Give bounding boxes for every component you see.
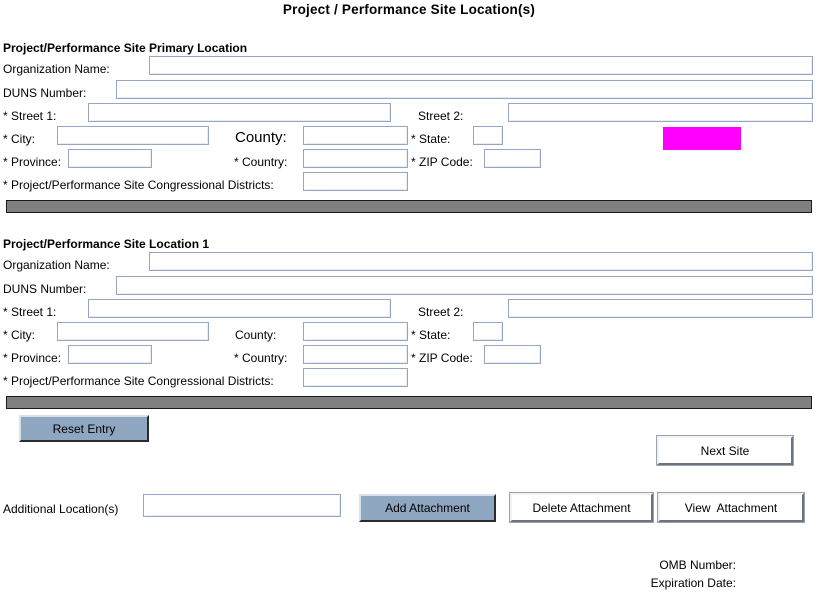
duns-number-label-location-1: DUNS Number: <box>3 282 87 296</box>
province-input-location-1[interactable] <box>68 345 152 364</box>
duns-number-input-primary[interactable] <box>116 80 813 99</box>
county-input-primary[interactable] <box>303 126 408 145</box>
page-title: Project / Performance Site Location(s) <box>282 2 536 17</box>
zip-label-location-1: * ZIP Code: <box>411 351 473 365</box>
street1-label-primary: * Street 1: <box>3 109 57 123</box>
zip-label-primary: * ZIP Code: <box>411 155 473 169</box>
organization-name-input-location-1[interactable] <box>149 252 813 271</box>
congressional-districts-label-location-1: * Project/Performance Site Congressional… <box>3 374 274 388</box>
city-label-primary: * City: <box>3 132 36 146</box>
reset-entry-button[interactable]: Reset Entry <box>19 415 149 442</box>
city-label-location-1: * City: <box>3 328 36 342</box>
county-label-location-1: County: <box>235 328 277 342</box>
congressional-districts-input-location-1[interactable] <box>303 368 408 387</box>
add-attachment-button[interactable]: Add Attachment <box>359 494 496 522</box>
duns-number-input-location-1[interactable] <box>116 276 813 295</box>
street2-input-primary[interactable] <box>508 103 813 122</box>
country-label-primary: * Country: <box>234 155 288 169</box>
county-label-primary: County: <box>235 129 287 146</box>
magenta-highlight-block <box>663 127 741 150</box>
congressional-districts-input-primary[interactable] <box>303 172 408 191</box>
organization-name-label-location-1: Organization Name: <box>3 258 110 272</box>
section-separator-bar-2 <box>6 396 812 409</box>
duns-number-label-primary: DUNS Number: <box>3 86 87 100</box>
section-heading-location-1: Project/Performance Site Location 1 <box>3 237 210 251</box>
state-label-primary: * State: <box>411 132 451 146</box>
zip-input-primary[interactable] <box>484 149 541 168</box>
section-separator-bar-1 <box>6 200 812 213</box>
province-label-location-1: * Province: <box>3 351 62 365</box>
organization-name-input-primary[interactable] <box>149 56 813 75</box>
street1-input-location-1[interactable] <box>88 299 391 318</box>
street1-label-location-1: * Street 1: <box>3 305 57 319</box>
organization-name-label-primary: Organization Name: <box>3 62 110 76</box>
additional-locations-label: Additional Location(s) <box>3 502 119 516</box>
expiration-date-label: Expiration Date: <box>650 576 736 590</box>
omb-number-label: OMB Number: <box>659 558 736 572</box>
state-label-location-1: * State: <box>411 328 451 342</box>
country-input-primary[interactable] <box>303 149 408 168</box>
city-input-primary[interactable] <box>57 126 209 145</box>
section-heading-primary-location: Project/Performance Site Primary Locatio… <box>3 41 248 55</box>
additional-locations-input[interactable] <box>143 494 341 517</box>
zip-input-location-1[interactable] <box>484 345 541 364</box>
province-label-primary: * Province: <box>3 155 62 169</box>
state-input-location-1[interactable] <box>473 322 503 341</box>
street1-input-primary[interactable] <box>88 103 391 122</box>
country-label-location-1: * Country: <box>234 351 288 365</box>
street2-input-location-1[interactable] <box>508 299 813 318</box>
street2-label-location-1: Street 2: <box>418 305 464 319</box>
country-input-location-1[interactable] <box>303 345 408 364</box>
state-input-primary[interactable] <box>473 126 503 145</box>
view-attachment-button[interactable]: View Attachment <box>657 492 805 523</box>
next-site-button[interactable]: Next Site <box>656 435 794 466</box>
province-input-primary[interactable] <box>68 149 152 168</box>
city-input-location-1[interactable] <box>57 322 209 341</box>
street2-label-primary: Street 2: <box>418 109 464 123</box>
delete-attachment-button[interactable]: Delete Attachment <box>509 492 654 523</box>
congressional-districts-label-primary: * Project/Performance Site Congressional… <box>3 178 274 192</box>
county-input-location-1[interactable] <box>303 322 408 341</box>
